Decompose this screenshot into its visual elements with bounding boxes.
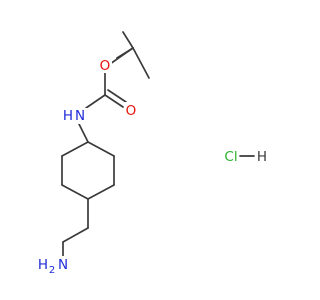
bond-carbonyl-double-2 [107, 89, 127, 103]
nitrogen-amine-h-label: H [38, 257, 48, 273]
bond-carbonyl-double-1 [104, 94, 124, 108]
chemical-structure: O O H N H 2 N Cl H [34, 31, 268, 276]
bond-nitrogen-ring [78, 123, 89, 143]
bond-ring-6 [61, 141, 89, 157]
chlorine-label: Cl [224, 149, 237, 165]
bond-tbu-methyl-top [122, 31, 134, 49]
nitrogen-amine-label: N [58, 257, 68, 273]
atom-labels: O O H N H 2 N Cl H [34, 57, 267, 276]
nitrogen-carbamate-label: N [75, 108, 85, 124]
nitrogen-amine-subscript: 2 [49, 265, 55, 276]
bond-ring-1 [87, 141, 115, 157]
bond-ring-4 [61, 184, 89, 200]
bond-ring-3 [87, 184, 115, 200]
bond-ethyl-ethyl [62, 227, 89, 243]
oxygen-ether-label: O [100, 58, 111, 74]
nitrogen-carbamate-h-label: H [63, 108, 73, 124]
bond-tbu-oxygen [109, 47, 134, 65]
oxygen-carbonyl-label: O [126, 103, 137, 119]
bond-tbu-methyl-right [132, 47, 150, 79]
bonds [61, 31, 255, 259]
hydrogen-chloride-h-label: H [257, 149, 267, 165]
bond-carbonyl-nitrogen [85, 94, 106, 109]
